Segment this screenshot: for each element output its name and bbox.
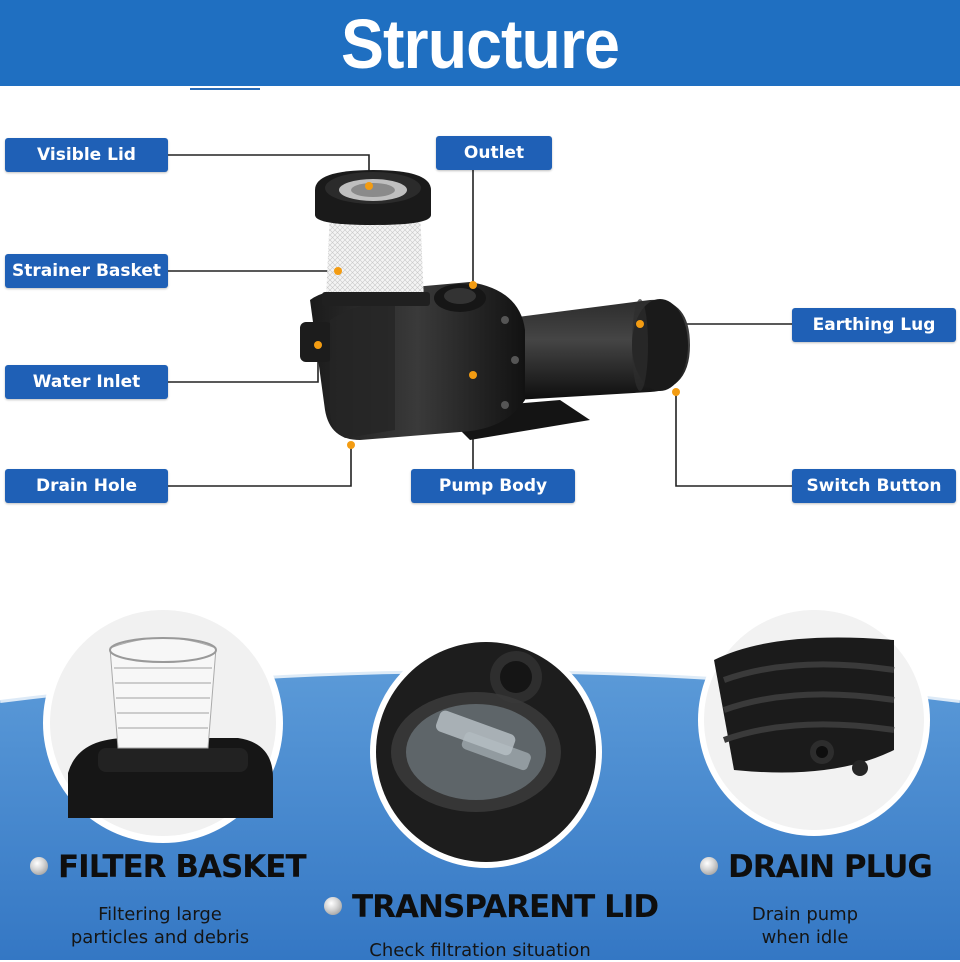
label-drain-hole: Drain Hole — [5, 469, 168, 503]
label-outlet: Outlet — [436, 136, 552, 170]
label-earthing-lug: Earthing Lug — [792, 308, 956, 342]
drain-plug-photo — [698, 604, 930, 836]
bullet-icon — [700, 856, 718, 875]
label-visible-lid: Visible Lid — [5, 138, 168, 172]
feature-desc-transparent-lid: Check filtration situation — [369, 940, 591, 961]
feature-title-drain-plug: DRAIN PLUG — [700, 849, 933, 885]
bullet-icon — [324, 896, 342, 915]
page-title: Structure — [340, 5, 620, 83]
pump-body-shape — [300, 282, 525, 440]
header-divider — [190, 88, 260, 90]
header-banner: Structure — [0, 0, 960, 86]
label-switch-button: Switch Button — [792, 469, 956, 503]
feature-title-filter-basket: FILTER BASKET — [30, 849, 307, 885]
feature-desc-drain-plug: Drain pump when idle — [751, 904, 859, 948]
label-pump-body: Pump Body — [411, 469, 575, 503]
visible-lid-shape — [315, 170, 431, 225]
motor — [510, 299, 690, 400]
feature-title-transparent-lid: TRANSPARENT LID — [324, 889, 659, 925]
feature-desc-filter-basket: Filtering large particles and debris — [70, 904, 250, 948]
pump-illustration — [300, 170, 690, 449]
label-strainer-basket: Strainer Basket — [5, 254, 168, 288]
label-water-inlet: Water Inlet — [5, 365, 168, 399]
transparent-lid-photo — [370, 636, 602, 868]
strainer-basket-shape — [322, 210, 430, 306]
filter-basket-photo — [43, 603, 283, 843]
bullet-icon — [30, 856, 48, 875]
